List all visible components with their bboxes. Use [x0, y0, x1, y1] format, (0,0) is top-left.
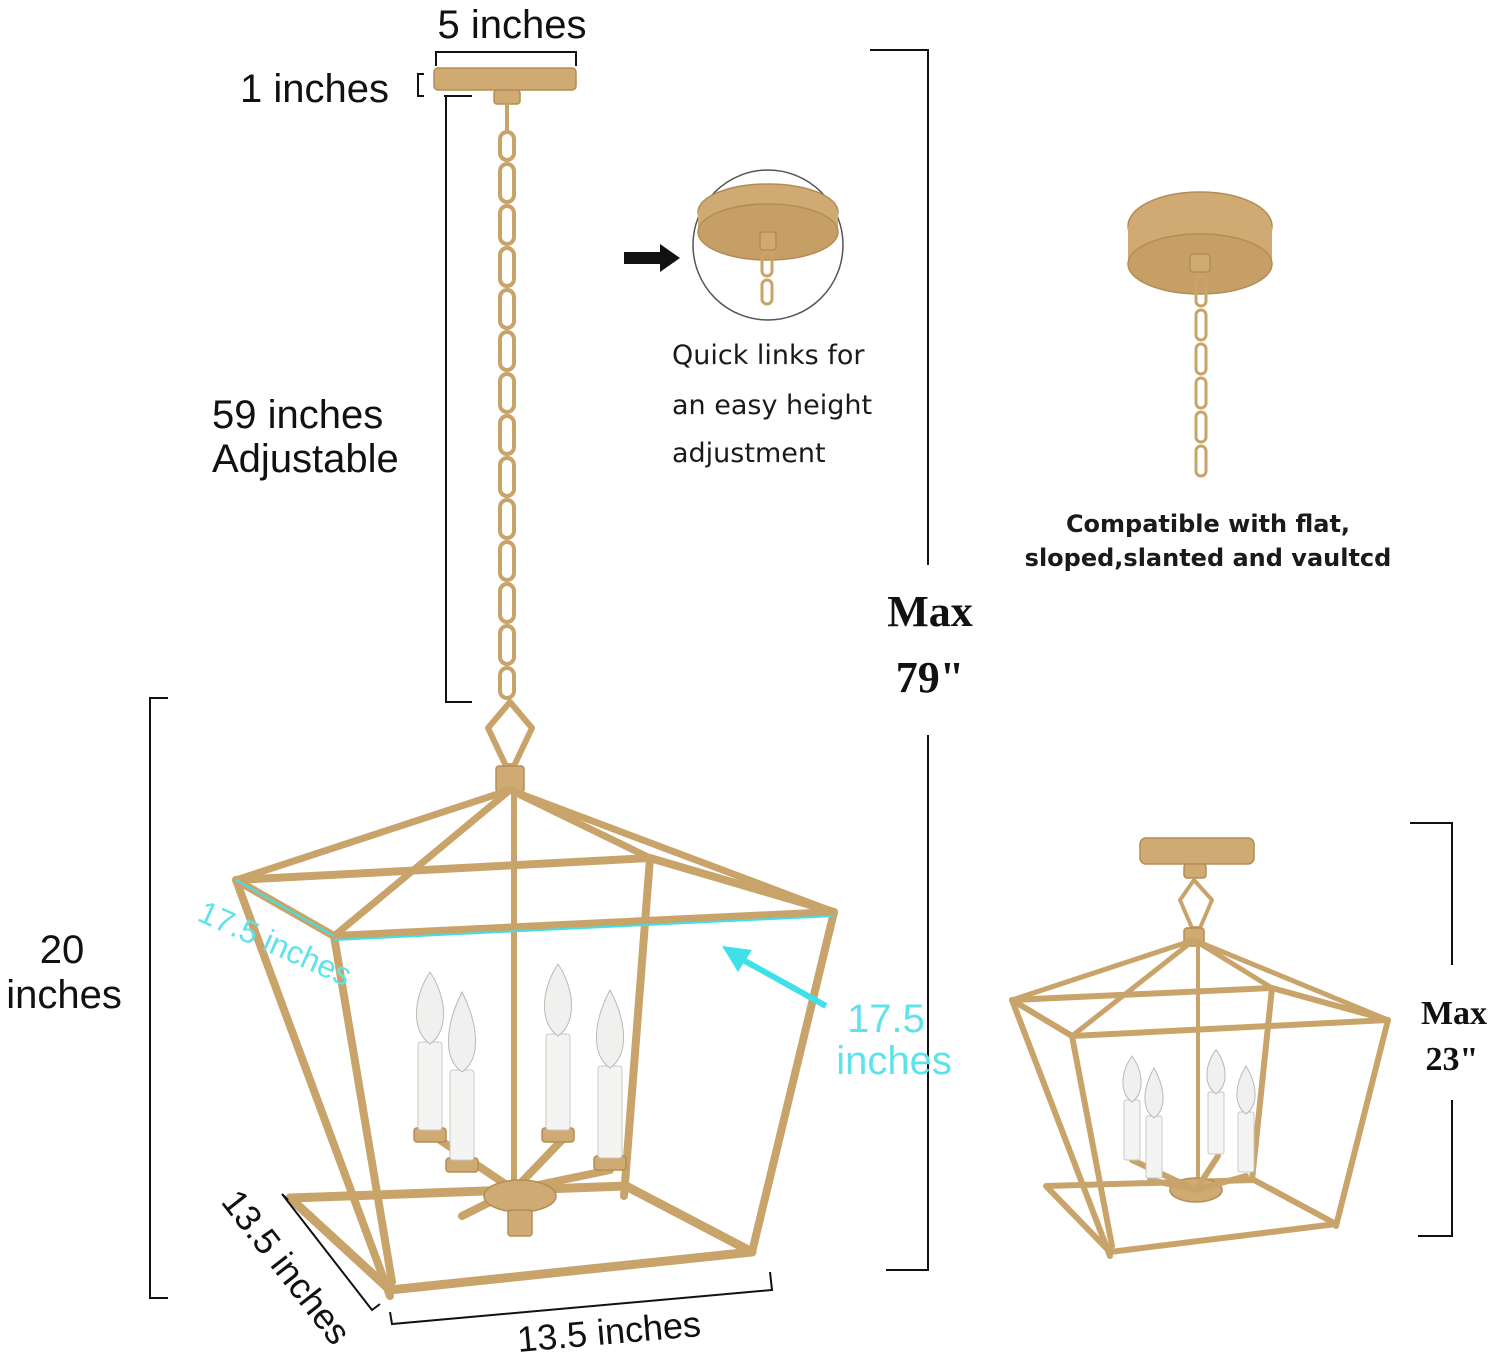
quick-links-label-2: an easy height	[672, 390, 872, 421]
max-total-label-2: 79"	[896, 653, 964, 702]
flush-mount-lantern	[1009, 837, 1391, 1259]
sloped-ceiling-canopy: Compatible with flat, sloped,slanted and…	[1025, 191, 1392, 572]
arrow-right-icon	[624, 244, 680, 272]
quick-links-label-3: adjustment	[672, 438, 826, 469]
top-frame	[232, 854, 838, 940]
body-height-bracket	[149, 697, 168, 1299]
top-frame-width-label-2: inches	[836, 1039, 952, 1083]
body-height-label-2: inches	[6, 973, 122, 1017]
chain-length-label-1: 59 inches	[212, 393, 383, 437]
compatibility-label-2: sloped,slanted and vaultcd	[1025, 544, 1392, 572]
quick-links-detail: Quick links for an easy height adjustmen…	[624, 169, 872, 469]
candles	[416, 963, 624, 1161]
canopy-plate	[433, 67, 577, 91]
hanging-loop	[485, 699, 535, 769]
chain-length-label-2: Adjustable	[212, 437, 399, 481]
canopy-height-dimension: 1 inches	[240, 67, 470, 111]
quick-links-label-1: Quick links for	[672, 340, 865, 371]
chain-length-bracket	[445, 95, 472, 703]
flush-max-label-1: Max	[1421, 995, 1487, 1032]
chain	[498, 102, 516, 700]
canopy-height-label: 1 inches	[240, 67, 389, 111]
flush-max-label-2: 23"	[1426, 1041, 1479, 1078]
canopy-width-dimension: 5 inches	[435, 3, 587, 66]
compatibility-label-1: Compatible with flat,	[1066, 510, 1350, 538]
max-total-bracket	[870, 49, 929, 1271]
canopy-width-label: 5 inches	[438, 3, 587, 47]
main-lantern	[232, 67, 838, 1300]
body-height-label-1: 20	[40, 928, 85, 972]
top-frame-width-label-1: 17.5	[847, 997, 925, 1041]
top-frame-width-dimension: 17.5 inches	[333, 915, 952, 1083]
max-total-label-1: Max	[887, 587, 973, 636]
base-width-label: 13.5 inches	[515, 1303, 702, 1360]
flush-max-bracket	[1410, 822, 1453, 1237]
